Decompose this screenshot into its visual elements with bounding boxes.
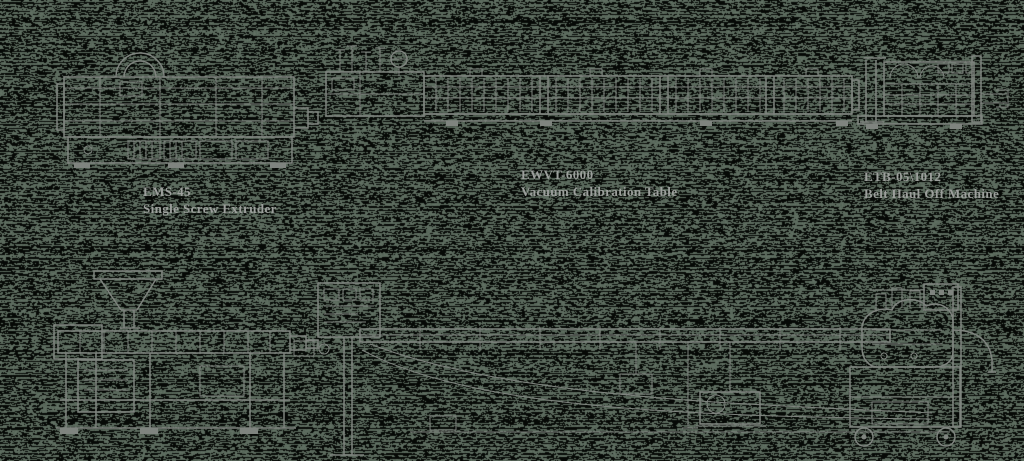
machine-name: Belt Haul Off Machine: [864, 185, 999, 202]
machine-label-vacuum-table: EWVT-6000 Vacuum Calibration Table: [521, 166, 678, 200]
machine-label-extruder: EMS-45 Single Screw Extruder: [143, 183, 277, 217]
machine-model: EWVT-6000: [521, 166, 678, 183]
machine-model: EMS-45: [143, 183, 277, 200]
machine-label-haul-off: ETB-05\1012 Belt Haul Off Machine: [864, 168, 999, 202]
machine-name: Single Screw Extruder: [143, 200, 277, 217]
pipe-clamp-ticks: [420, 327, 840, 350]
machine-name: Vacuum Calibration Table: [521, 183, 678, 200]
extruder-side-drawing: [57, 53, 318, 168]
tank-rib-lines: [436, 78, 844, 112]
vacuum-table-side-drawing: [326, 46, 859, 126]
machine-model: ETB-05\1012: [864, 168, 999, 185]
haul-off-side-drawing: [858, 56, 1008, 129]
extrusion-line-perspective-drawing: [54, 271, 996, 455]
